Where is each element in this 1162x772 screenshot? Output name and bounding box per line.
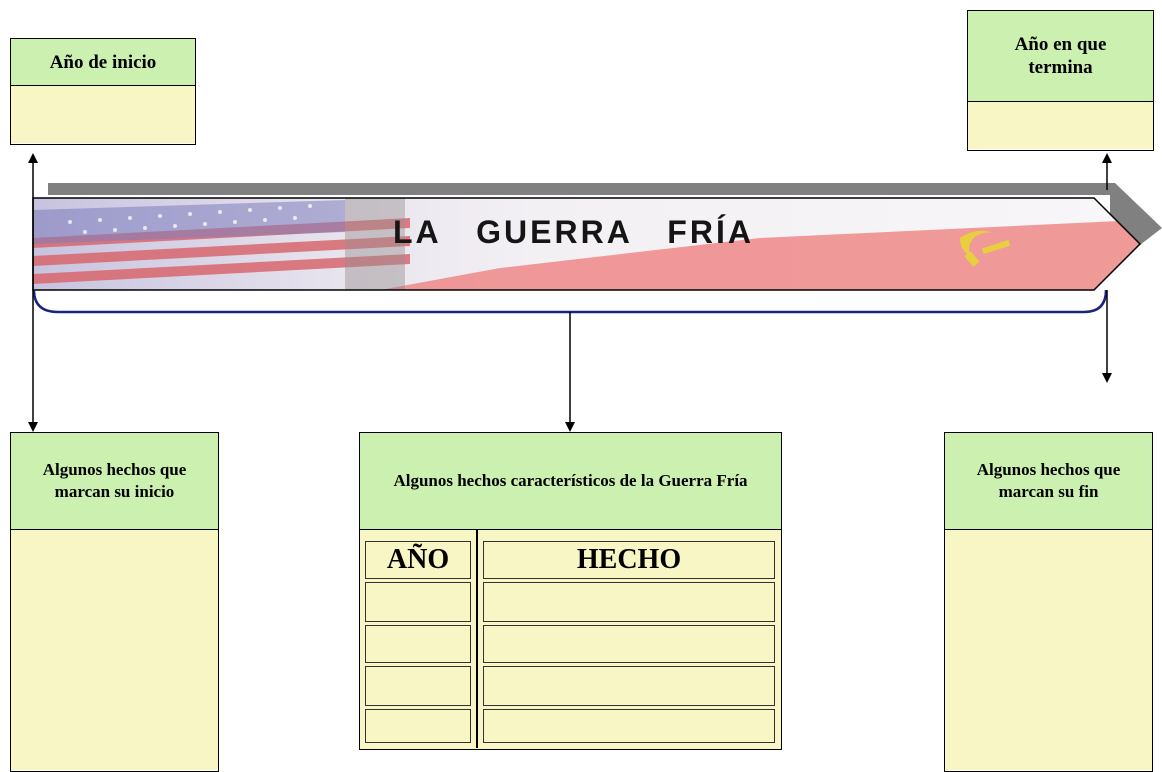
year-cell-4[interactable]	[365, 709, 471, 743]
hammer-sickle-icon	[960, 230, 1011, 267]
end-events-box: Algunos hechos que marcan su fin	[944, 432, 1153, 772]
event-column-header: HECHO	[483, 541, 775, 579]
end-year-label: Año en que termina	[968, 11, 1153, 102]
column-divider	[476, 530, 478, 748]
start-year-box: Año de inicio	[10, 38, 196, 145]
bracket-brace	[32, 289, 1108, 314]
end-events-label: Algunos hechos que marcan su fin	[945, 433, 1152, 530]
year-cell-1[interactable]	[365, 582, 471, 622]
end-year-field[interactable]	[968, 102, 1153, 149]
event-cell-4[interactable]	[483, 709, 775, 743]
characteristic-events-box: Algunos hechos característicos de la Gue…	[359, 432, 782, 750]
start-events-label: Algunos hechos que marcan su inicio	[11, 433, 218, 530]
event-cell-1[interactable]	[483, 582, 775, 622]
year-cell-3[interactable]	[365, 666, 471, 706]
start-events-box: Algunos hechos que marcan su inicio	[10, 432, 219, 772]
banner-shadow	[48, 183, 1162, 262]
start-events-field[interactable]	[11, 530, 218, 770]
red-flag-area	[380, 220, 1140, 290]
banner-arrow	[33, 198, 1140, 290]
event-cell-3[interactable]	[483, 666, 775, 706]
year-cell-2[interactable]	[365, 625, 471, 663]
end-events-field[interactable]	[945, 530, 1152, 770]
event-cell-2[interactable]	[483, 625, 775, 663]
year-column-header: AÑO	[365, 541, 471, 579]
characteristic-events-label: Algunos hechos característicos de la Gue…	[360, 433, 781, 530]
start-year-label: Año de inicio	[11, 39, 195, 86]
end-year-box: Año en que termina	[967, 10, 1154, 151]
us-flag-image	[33, 198, 410, 290]
diagram-title: LA GUERRA FRÍA	[393, 214, 754, 250]
start-year-field[interactable]	[11, 86, 195, 143]
